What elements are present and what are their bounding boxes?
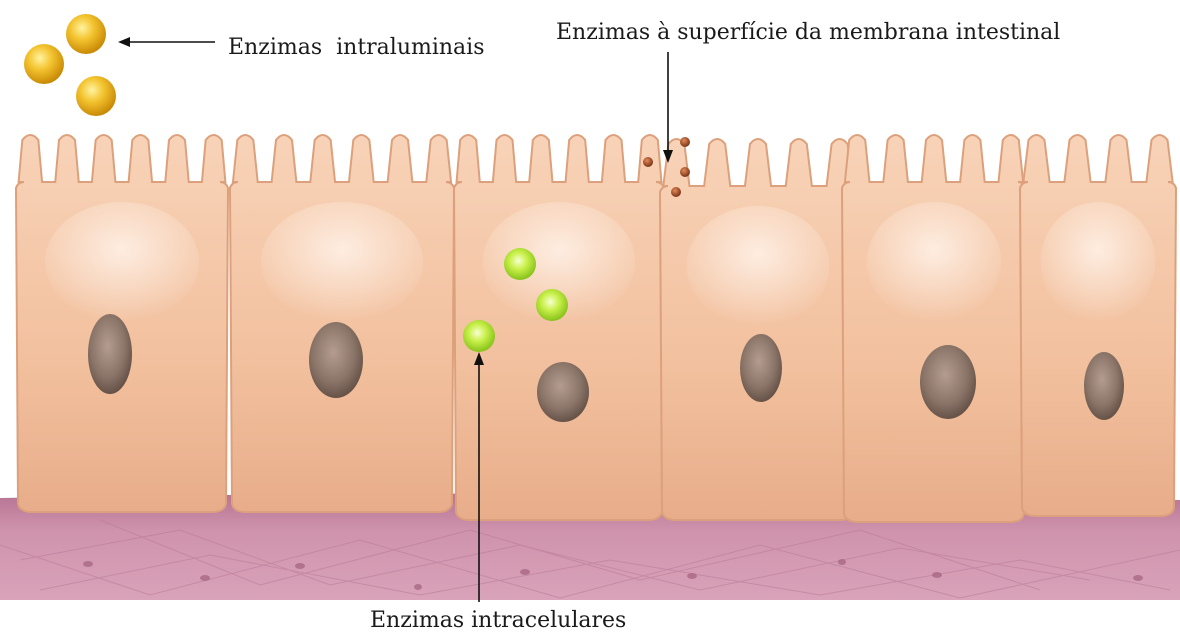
- arrow-intraluminal: [118, 37, 215, 47]
- epithelial-cell: [660, 139, 856, 520]
- cell-body: [660, 139, 856, 520]
- label-intraluminal-enzymes: Enzimas intraluminais: [228, 37, 485, 59]
- cell-nucleus: [740, 334, 782, 402]
- intraluminal-enzymes: [24, 14, 116, 116]
- cell-nucleus: [1084, 352, 1124, 420]
- intraluminal-enzyme: [66, 14, 106, 54]
- intracellular-enzyme: [463, 320, 495, 352]
- epithelial-cell: [842, 135, 1026, 522]
- intracellular-enzyme: [504, 248, 536, 280]
- intraluminal-enzyme: [76, 76, 116, 116]
- cell-nucleus: [537, 362, 589, 422]
- cell-highlight: [261, 202, 423, 322]
- cell-highlight: [1041, 202, 1156, 322]
- epithelial-cell: [16, 135, 228, 512]
- epithelial-cell: [230, 135, 454, 512]
- epithelial-cells: [16, 135, 1176, 522]
- cell-highlight: [867, 202, 1001, 322]
- membrane-enzyme: [643, 157, 653, 167]
- cell-nucleus: [309, 322, 363, 398]
- label-intracellular-enzymes: Enzimas intracelulares: [370, 610, 626, 632]
- intraluminal-enzyme: [24, 44, 64, 84]
- label-membrane-enzymes: Enzimas à superfície da membrana intesti…: [556, 22, 1060, 44]
- cell-nucleus: [920, 345, 976, 419]
- cell-nucleus: [88, 314, 132, 394]
- cell-body: [1020, 135, 1176, 516]
- cell-highlight: [45, 202, 199, 322]
- membrane-enzyme: [680, 137, 690, 147]
- cell-body: [842, 135, 1026, 522]
- intracellular-enzyme: [536, 289, 568, 321]
- cell-highlight: [687, 206, 830, 326]
- membrane-enzyme: [680, 167, 690, 177]
- epithelial-cell: [1020, 135, 1176, 516]
- membrane-enzyme: [671, 187, 681, 197]
